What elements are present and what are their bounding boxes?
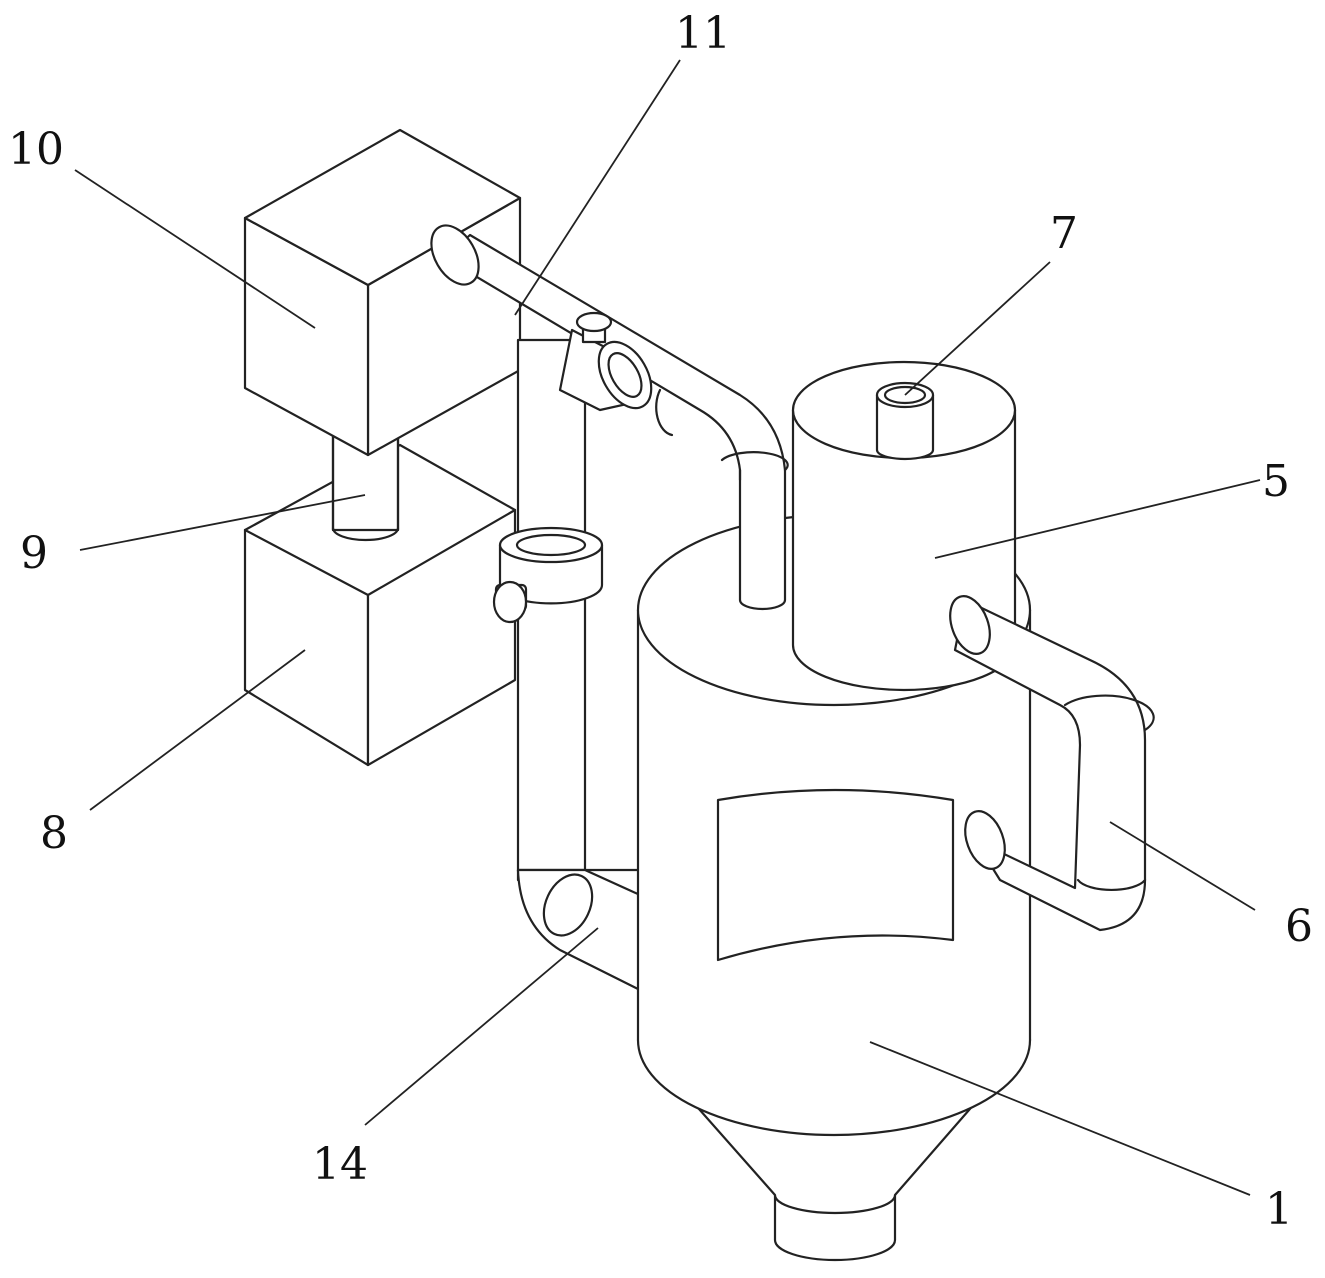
label-9: 9 [20,532,48,576]
label-14: 14 [312,1143,368,1187]
label-6: 6 [1285,905,1313,949]
box-10 [245,130,520,455]
label-8: 8 [40,812,68,856]
label-11: 11 [675,12,731,56]
viewing-window [718,790,953,960]
leader-11 [515,60,680,315]
label-5: 5 [1262,460,1290,504]
leader-8 [90,650,305,810]
leader-9 [80,495,365,550]
label-1: 1 [1265,1188,1293,1232]
leader-14 [365,928,598,1125]
label-10: 10 [8,128,64,172]
vertical-pipe [518,340,640,910]
label-7: 7 [1050,212,1078,256]
